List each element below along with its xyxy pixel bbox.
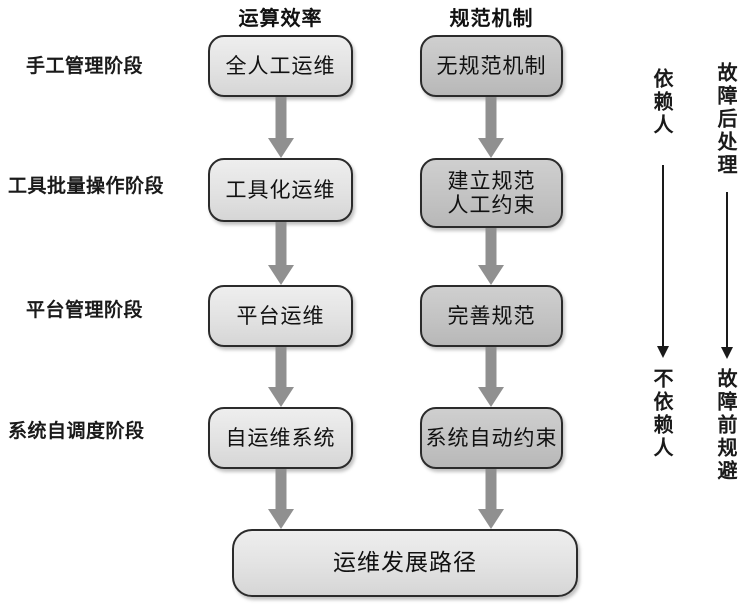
node-label: 自运维系统 [225,425,336,450]
arrow-shaft [485,97,497,140]
arrow-shaft [275,222,287,267]
flow-arrow-standard-3-4 [478,347,504,407]
stage-label-tooling: 工具批量操作阶段 [8,175,165,197]
node-label-line-2: 人工约束 [447,193,536,217]
flow-arrow-efficiency-to-summary [268,469,294,529]
arrow-head [478,509,504,529]
node-standard-stage-3[interactable]: 完善规范 [420,285,563,347]
node-standard-stage-2[interactable]: 建立规范 人工约束 [420,158,563,228]
node-label: 工具化运维 [225,177,336,202]
arrow-head [268,138,294,158]
node-label: 完善规范 [447,303,536,328]
node-efficiency-stage-4[interactable]: 自运维系统 [208,407,353,469]
arrow-shaft [485,347,497,389]
node-label: 平台运维 [236,303,325,328]
arrow-shaft [275,347,287,389]
summary-box[interactable]: 运维发展路径 [232,529,578,597]
arrow-shaft [485,228,497,267]
column-header-standard: 规范机制 [449,6,534,30]
annotation-fault-handling-top: 故障后处理 [714,62,738,177]
node-label: 全人工运维 [225,53,336,78]
node-efficiency-stage-2[interactable]: 工具化运维 [208,158,353,222]
stage-label-platform: 平台管理阶段 [26,299,144,321]
node-efficiency-stage-3[interactable]: 平台运维 [208,285,353,347]
arrow-shaft [662,165,664,346]
arrow-head [268,509,294,529]
flow-arrow-efficiency-2-3 [268,222,294,285]
flow-arrow-efficiency-3-4 [268,347,294,407]
annotation-fault-handling-arrow [719,192,735,359]
flow-arrow-standard-1-2 [478,97,504,158]
summary-box-label: 运维发展路径 [333,549,477,576]
flow-arrow-efficiency-1-2 [268,97,294,158]
flow-arrow-standard-2-3 [478,228,504,285]
node-label-line-1: 建立规范 [447,168,536,193]
node-efficiency-stage-1[interactable]: 全人工运维 [208,35,353,97]
arrow-shaft [275,469,287,511]
arrow-head [268,387,294,407]
stage-label-self-scheduling: 系统自调度阶段 [8,420,145,442]
arrow-head [268,265,294,285]
node-label: 无规范机制 [436,53,547,78]
arrow-head [478,265,504,285]
arrow-shaft [485,469,497,511]
arrow-head [657,346,669,358]
arrow-shaft [726,192,728,347]
stage-label-manual: 手工管理阶段 [26,55,144,77]
annotation-fault-handling-bottom: 故障前规避 [714,368,738,483]
arrow-shaft [275,97,287,140]
arrow-head [478,138,504,158]
node-label-multiline: 建立规范 人工约束 [448,169,536,217]
arrow-head [721,347,733,359]
annotation-people-dependency-arrow [655,165,671,358]
annotation-people-dependency-top: 依赖人 [650,68,674,137]
node-standard-stage-1[interactable]: 无规范机制 [420,35,563,97]
arrow-head [478,387,504,407]
flow-arrow-standard-to-summary [478,469,504,529]
column-header-efficiency: 运算效率 [238,6,323,30]
annotation-people-dependency-bottom: 不依赖人 [650,368,674,460]
node-label: 系统自动约束 [425,425,558,450]
node-standard-stage-4[interactable]: 系统自动约束 [420,407,563,469]
